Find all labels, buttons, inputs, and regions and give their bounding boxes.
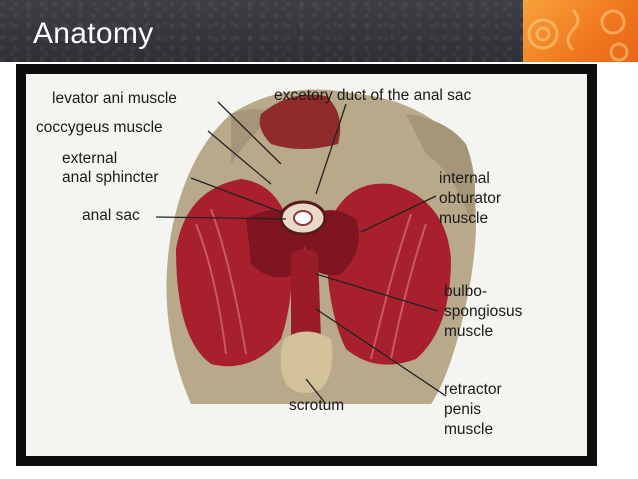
label-bulbo-line1: bulbo- bbox=[444, 283, 488, 300]
anatomy-figure: levator ani muscle excetory duct of the … bbox=[26, 74, 587, 456]
label-retractor-line2: penis bbox=[444, 401, 482, 418]
label-external-line2: anal sphincter bbox=[62, 169, 159, 186]
label-retractor-line3: muscle bbox=[444, 421, 494, 438]
fur-shading-right bbox=[406, 114, 475, 224]
label-internal-line1: internal bbox=[439, 170, 490, 187]
label-retractor-line1: retractor bbox=[444, 381, 502, 398]
label-external-line1: external bbox=[62, 150, 118, 167]
accent-tile bbox=[523, 0, 638, 62]
label-coccygeus: coccygeus muscle bbox=[36, 119, 163, 136]
slide-header: Anatomy bbox=[0, 0, 638, 62]
perineal-anatomy-illustration bbox=[155, 89, 476, 405]
figure-frame: levator ani muscle excetory duct of the … bbox=[16, 64, 597, 466]
label-internal-line3: muscle bbox=[439, 210, 489, 227]
label-excretory-duct: excetory duct of the anal sac bbox=[274, 87, 472, 104]
leader-lines bbox=[155, 101, 447, 405]
label-anal-sac: anal sac bbox=[82, 207, 140, 224]
right-muscle-mass bbox=[326, 183, 451, 365]
slide-title: Anatomy bbox=[33, 17, 154, 50]
tail-base bbox=[259, 94, 341, 149]
accent-swirl-pattern bbox=[527, 8, 629, 62]
scrotum-shape bbox=[280, 331, 333, 393]
label-levator-ani: levator ani muscle bbox=[52, 90, 177, 107]
label-internal-line2: obturator bbox=[439, 190, 502, 207]
bulbospongiosus-muscle bbox=[291, 249, 321, 344]
label-bulbo-line2: spongiosus bbox=[444, 303, 523, 320]
label-bulbo-line3: muscle bbox=[444, 323, 494, 340]
label-scrotum: scrotum bbox=[289, 397, 345, 414]
